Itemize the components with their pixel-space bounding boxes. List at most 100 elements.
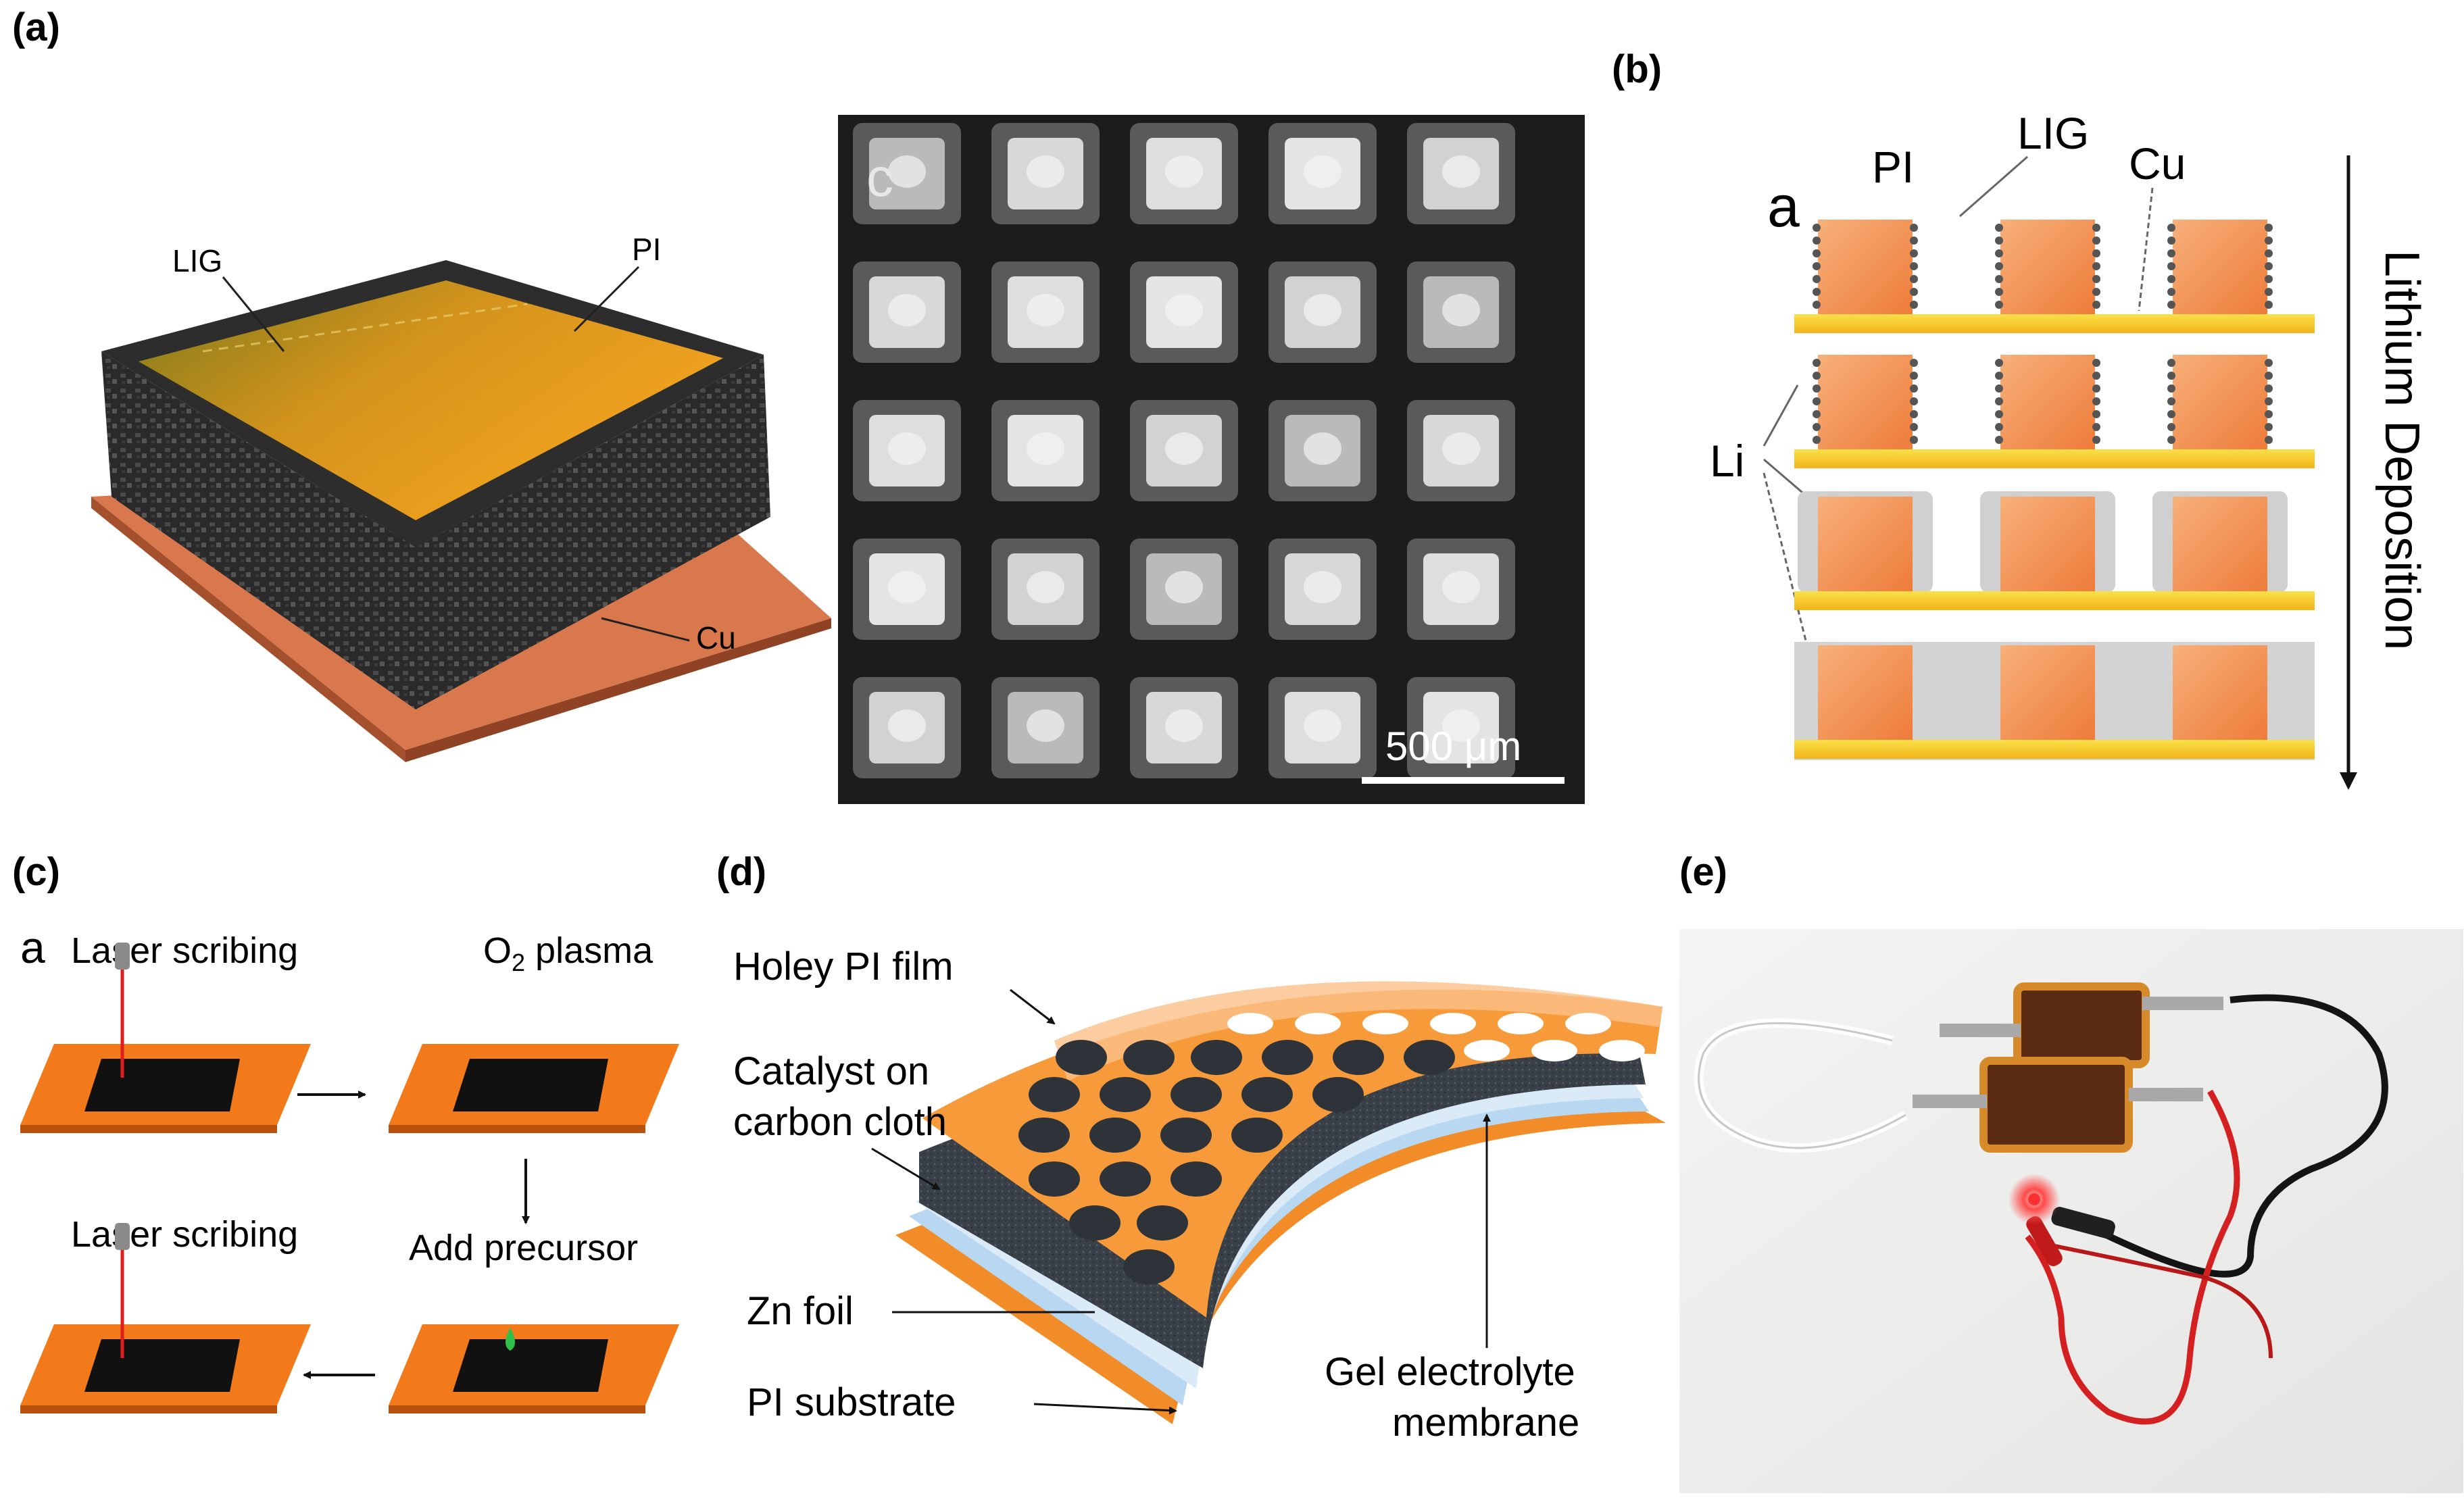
- red-clip: [2026, 1216, 2063, 1266]
- black-clip: [2051, 1207, 2115, 1239]
- deposition-arrow-label: Lithium Deposition: [2375, 250, 2429, 650]
- film-hole-edge: [1531, 1040, 1577, 1061]
- lig-particle: [1995, 410, 2003, 418]
- film-hole-edge: [1464, 1040, 1510, 1061]
- laser-head: [115, 943, 130, 970]
- red-wire: [2025, 1089, 2240, 1425]
- film-hole: [1029, 1161, 1080, 1197]
- lig-particle: [2167, 397, 2175, 405]
- leader-cu-b: [2138, 187, 2154, 311]
- label-pi-substrate: PI substrate: [747, 1380, 956, 1424]
- lig-particle: [2167, 436, 2175, 444]
- sem-cell-highlight: [1304, 294, 1341, 326]
- lig-particle: [1910, 359, 1918, 367]
- sem-cell-highlight: [1442, 571, 1480, 603]
- sem-cell-highlight: [888, 432, 926, 465]
- lig-particle: [2092, 384, 2100, 393]
- lig-particle: [2092, 301, 2100, 309]
- lig-particle: [2167, 410, 2175, 418]
- film-hole: [1262, 1040, 1313, 1075]
- lig-pattern: [453, 1059, 608, 1111]
- led: [2028, 1193, 2040, 1205]
- sem-cell-highlight: [1442, 155, 1480, 188]
- lig-particle: [1995, 236, 2003, 245]
- lig-particle: [2265, 275, 2273, 283]
- lig-particle: [1995, 288, 2003, 296]
- film-hole: [1404, 1040, 1455, 1075]
- step-add-precursor: Add precursor: [409, 1228, 638, 1268]
- leader-holey: [1010, 988, 1056, 1025]
- sem-cell-highlight: [1027, 709, 1064, 742]
- sem-cell-highlight: [1165, 709, 1203, 742]
- lig-block-3d: [91, 260, 831, 762]
- lig-particle: [1910, 410, 1918, 418]
- lig-particle: [2265, 436, 2273, 444]
- label-zn-foil: Zn foil: [747, 1289, 854, 1333]
- film-hole: [1029, 1077, 1080, 1112]
- label-gel-line1: Gel electrolyte: [1325, 1350, 1575, 1394]
- sem-cell-highlight: [888, 294, 926, 326]
- leader-li-1: [1763, 384, 1799, 447]
- lig-particle: [2092, 423, 2100, 431]
- sem-cell-highlight: [1027, 294, 1064, 326]
- process-plates: [20, 943, 679, 1413]
- lig-particle: [1813, 288, 1821, 296]
- panel-b-sublabel: a: [1767, 174, 1800, 239]
- label-li-b: Li: [1710, 436, 1744, 486]
- lig-particle: [1910, 301, 1918, 309]
- sem-cell-highlight: [1304, 155, 1341, 188]
- panel-d-tag: (d): [716, 850, 766, 894]
- lig-particle: [1910, 423, 1918, 431]
- sem-cell-highlight: [1027, 432, 1064, 465]
- leader-catalyst: [871, 1147, 941, 1191]
- lig-pattern: [84, 1059, 240, 1111]
- copper-base-edge: [91, 497, 405, 762]
- lig-particle: [1910, 236, 1918, 245]
- panel-b-tag: (b): [1612, 47, 1662, 91]
- pi-plate-edge: [20, 1405, 277, 1413]
- lig-particle: [1813, 423, 1821, 431]
- pi-pillar: [2173, 497, 2267, 591]
- lig-particle: [2092, 249, 2100, 257]
- film-hole: [1089, 1118, 1141, 1153]
- lig-particle: [2092, 410, 2100, 418]
- lig-particle: [2265, 236, 2273, 245]
- lig-particle: [2265, 410, 2273, 418]
- film-hole: [1171, 1077, 1222, 1112]
- lig-particle: [2092, 262, 2100, 270]
- pi-pillar: [1818, 355, 1913, 449]
- pi-plate-edge: [389, 1405, 645, 1413]
- lig-particle: [1813, 359, 1821, 367]
- film-hole: [1231, 1118, 1283, 1153]
- tab-bottom-right: [2129, 1088, 2203, 1101]
- lig-particle: [2167, 262, 2175, 270]
- lig-particle: [1995, 384, 2003, 393]
- leader-pi-a: [573, 266, 640, 332]
- lig-particle: [1813, 236, 1821, 245]
- lig-particle: [2167, 288, 2175, 296]
- laser-head: [115, 1223, 130, 1250]
- panel-d: (d) Holey PI film Catalyst on carbon clo…: [716, 850, 1666, 1445]
- sem-cell-highlight: [1304, 709, 1341, 742]
- precursor-drop: [506, 1328, 515, 1351]
- lig-particle: [2167, 384, 2175, 393]
- tab-top-left: [1940, 1024, 2021, 1037]
- lig-particle: [2167, 275, 2175, 283]
- lig-particle: [2092, 359, 2100, 367]
- panel-c: (c) a Laser scribing O2 plasma Add precu…: [12, 850, 679, 1413]
- lig-particle: [1995, 423, 2003, 431]
- pi-pillar: [2000, 355, 2095, 449]
- holey-pi-film-highlight: [1054, 981, 1662, 1081]
- lig-particle: [2092, 288, 2100, 296]
- panel-a-tag: (a): [12, 5, 60, 49]
- cu-current-collector: [1794, 591, 2315, 610]
- lig-particle: [2092, 436, 2100, 444]
- lig-particle: [2167, 372, 2175, 380]
- lig-particle: [2092, 236, 2100, 245]
- panel-c-tag: (c): [12, 850, 60, 894]
- deposition-stages: [1794, 220, 2315, 760]
- lig-particle: [1910, 288, 1918, 296]
- film-hole-edge: [1599, 1040, 1645, 1061]
- sem-cell-highlight: [1304, 571, 1341, 603]
